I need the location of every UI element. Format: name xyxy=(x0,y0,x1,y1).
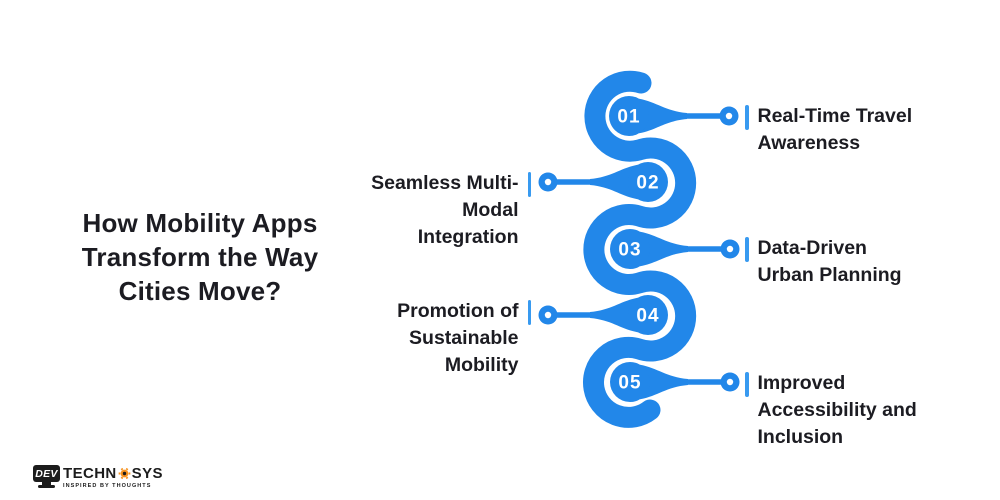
serpentine-body-path xyxy=(583,70,697,428)
step-node-03: 03 xyxy=(610,229,740,269)
label-line: Modal xyxy=(462,199,519,221)
label-tick-bar xyxy=(527,172,531,197)
page-title: How Mobility Apps Transform the Way Citi… xyxy=(60,206,340,308)
logo-brand-right: SYS xyxy=(131,465,163,482)
connector-dot-hole-02 xyxy=(544,178,552,186)
step-circle-05 xyxy=(610,362,650,402)
label-tick-bar xyxy=(745,372,749,397)
step-label-promotion-of-sustainable-mobility: Promotion of Sustainable Mobility xyxy=(397,298,531,379)
connector-dot-hole-05 xyxy=(726,378,734,386)
pointer-tail-03 xyxy=(640,231,688,267)
label-tick-bar xyxy=(745,237,749,262)
title-line-1: How Mobility Apps xyxy=(82,208,318,238)
dev-technosys-logo: DEV TECHN xyxy=(33,465,163,489)
label-line: Sustainable xyxy=(409,327,519,349)
label-line: Accessibility and xyxy=(757,399,917,421)
label-line: Improved xyxy=(757,372,846,394)
label-line: Awareness xyxy=(757,132,861,154)
pointer-tail-02 xyxy=(590,164,638,200)
monitor-icon: DEV xyxy=(33,465,60,488)
label-line: Seamless Multi- xyxy=(371,172,519,194)
step-number-02: 02 xyxy=(636,173,659,194)
step-circle-01 xyxy=(609,96,649,136)
step-label-real-time-travel-awareness: Real-Time Travel Awareness xyxy=(745,103,912,157)
pointer-tail-01 xyxy=(639,98,687,134)
step-label-improved-accessibility-and-inclusion: Improved Accessibility and Inclusion xyxy=(745,370,917,451)
step-node-05: 05 xyxy=(610,362,740,402)
label-tick-bar xyxy=(745,105,749,130)
label-line: Promotion of xyxy=(397,300,519,322)
step-number-01: 01 xyxy=(617,107,640,128)
connector-dot-hole-03 xyxy=(726,245,734,253)
label-line: Urban Planning xyxy=(757,264,902,286)
label-line: Mobility xyxy=(444,354,519,376)
label-line: Real-Time Travel xyxy=(757,105,913,127)
step-node-01: 01 xyxy=(609,96,739,136)
step-number-03: 03 xyxy=(618,240,641,261)
gear-icon xyxy=(118,467,131,480)
monitor-stand xyxy=(42,482,51,485)
monitor-screen: DEV xyxy=(33,465,60,482)
logo-dev-text: DEV xyxy=(35,467,58,480)
step-number-04: 04 xyxy=(636,306,659,327)
logo-brand-left: TECHN xyxy=(63,465,117,482)
label-tick-bar xyxy=(527,300,531,325)
title-line-2: Transform the Way xyxy=(81,242,319,272)
step-circle-02 xyxy=(628,162,668,202)
connector-dot-hole-04 xyxy=(544,311,552,319)
logo-tagline: INSPIRED BY THOUGHTS xyxy=(63,482,152,489)
label-line: Data-Driven xyxy=(757,237,867,259)
step-label-seamless-multi-modal-integration: Seamless Multi- Modal Integration xyxy=(371,170,531,251)
step-node-04: 04 xyxy=(538,295,668,335)
step-node-02: 02 xyxy=(538,162,668,202)
step-number-05: 05 xyxy=(618,373,641,394)
monitor-base xyxy=(38,485,55,488)
step-label-data-driven-urban-planning: Data-Driven Urban Planning xyxy=(745,235,902,289)
step-circle-03 xyxy=(610,229,650,269)
step-circle-04 xyxy=(628,295,668,335)
label-line: Integration xyxy=(417,226,519,248)
title-line-3: Cities Move? xyxy=(118,276,282,306)
connector-dot-hole-01 xyxy=(725,112,733,120)
pointer-tail-05 xyxy=(640,364,688,400)
logo-brand-text: TECHN SYS xyxy=(63,466,163,481)
pointer-tail-04 xyxy=(590,297,638,333)
label-line: Inclusion xyxy=(757,426,844,448)
